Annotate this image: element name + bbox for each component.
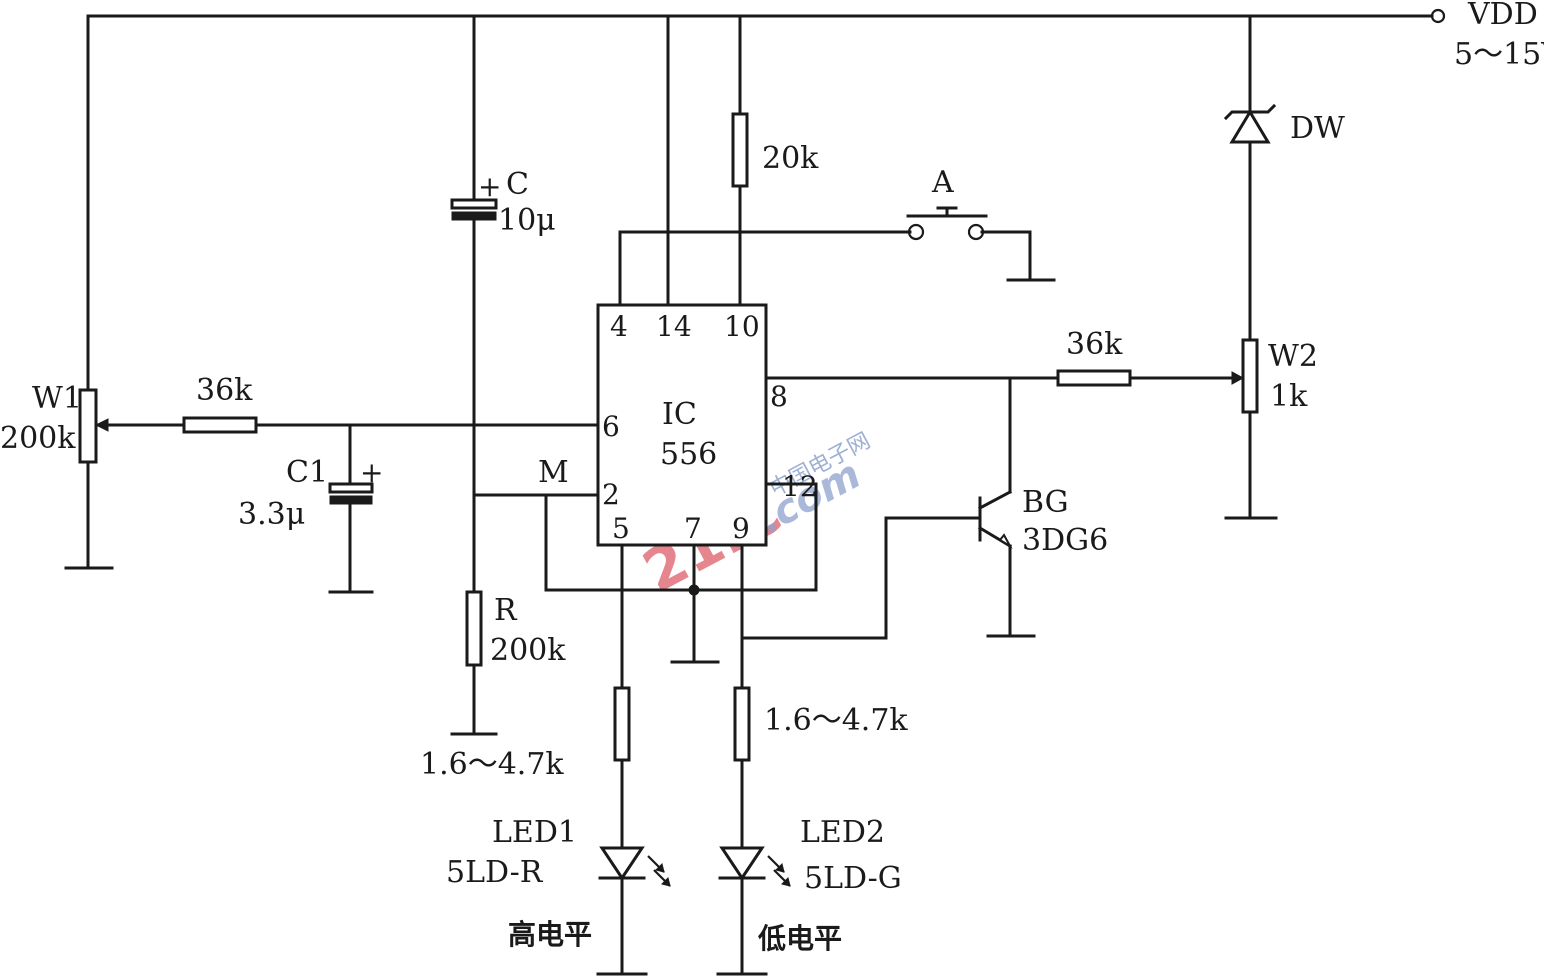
ic-name-label: IC xyxy=(662,397,697,432)
vdd-terminal xyxy=(1430,8,1446,24)
switch-a-label: A xyxy=(931,165,954,200)
c1-ref-label: C1 xyxy=(286,455,328,490)
resistor-led2-label: 1.6～4.7k xyxy=(764,703,908,738)
w1-potentiometer xyxy=(78,388,98,464)
wires xyxy=(64,14,1434,976)
bg-part-label: 3DG6 xyxy=(1022,523,1108,558)
resistor-led1-label: 1.6～4.7k xyxy=(420,747,564,782)
led1-diode xyxy=(598,846,671,887)
svg-text:+: + xyxy=(360,456,383,489)
w1-wiper-arrow xyxy=(94,418,109,432)
c-ref-label: C xyxy=(506,167,529,202)
led2-diode xyxy=(718,846,791,887)
w1-value-label: 200k xyxy=(0,421,76,456)
w2-wiper-arrow xyxy=(1231,371,1245,385)
w2-value-label: 1k xyxy=(1270,379,1308,414)
ic-pin-7: 7 xyxy=(684,512,702,545)
ic-pin-2: 2 xyxy=(602,478,620,511)
dw-zener-diode xyxy=(1223,103,1277,144)
led1-meaning-label: 高电平 xyxy=(508,918,592,951)
resistor-led1 xyxy=(613,686,631,762)
resistor-20k xyxy=(731,112,749,188)
r-ref-label: R xyxy=(494,593,518,628)
svg-text:+: + xyxy=(478,170,501,203)
led2-ref-label: LED2 xyxy=(800,815,885,850)
led1-part-label: 5LD-R xyxy=(446,855,544,890)
resistor-led2 xyxy=(733,686,751,762)
bg-ref-label: BG xyxy=(1022,485,1069,520)
led2-meaning-label: 低电平 xyxy=(757,922,842,955)
led2-part-label: 5LD-G xyxy=(804,861,902,896)
w2-ref-label: W2 xyxy=(1268,339,1318,374)
dw-label: DW xyxy=(1290,111,1345,146)
resistor-20k-label: 20k xyxy=(762,141,819,176)
resistor-36k-right-label: 36k xyxy=(1066,327,1123,362)
c-value-label: 10μ xyxy=(498,203,556,238)
ic-pin-12: 12 xyxy=(782,470,818,503)
ic-pin-9: 9 xyxy=(732,512,750,545)
c1-value-label: 3.3μ xyxy=(238,497,305,532)
c-capacitor: + xyxy=(450,170,501,221)
w1-ref-label: W1 xyxy=(32,381,82,416)
resistor-36k-left-label: 36k xyxy=(196,373,253,408)
vdd-label: VDD xyxy=(1467,0,1538,32)
w2-potentiometer xyxy=(1241,338,1259,414)
switch-a xyxy=(906,206,988,241)
resistor-r xyxy=(465,590,483,667)
led1-ref-label: LED1 xyxy=(492,815,577,850)
ic-pin-5: 5 xyxy=(612,512,630,545)
ic-556 xyxy=(596,303,768,547)
ic-pin-6: 6 xyxy=(602,410,620,443)
r-value-label: 200k xyxy=(490,633,566,668)
vdd-range-label: 5～15V xyxy=(1454,37,1544,72)
c1-capacitor: + xyxy=(328,456,383,505)
ic-pin-14: 14 xyxy=(656,310,692,343)
resistor-36k-right xyxy=(1056,369,1132,387)
ic-pin-8: 8 xyxy=(770,380,788,413)
node-m-label: M xyxy=(538,455,569,490)
junction-dot xyxy=(688,584,700,596)
bg-transistor xyxy=(977,489,1013,549)
ic-part-label: 556 xyxy=(660,437,717,472)
resistor-36k-left xyxy=(182,416,258,434)
ic-pin-4: 4 xyxy=(610,310,628,343)
ic-pin-10: 10 xyxy=(724,310,760,343)
